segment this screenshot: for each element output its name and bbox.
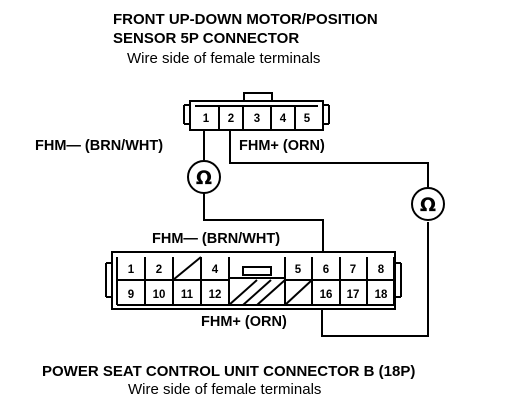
- bottom-pin-12: 12: [209, 289, 222, 301]
- label-fhm-pos-top: FHM+ (ORN): [239, 138, 325, 154]
- connector-title-line2: SENSOR 5P CONNECTOR: [113, 30, 300, 47]
- bottom-pin-2: 2: [156, 264, 162, 276]
- wire-fhm-pos-bottom: [321, 222, 429, 337]
- ohm-symbol-right: Ω: [420, 194, 436, 216]
- label-fhm-neg-mid: FHM— (BRN/WHT): [152, 231, 281, 247]
- bottom-pin-6: 6: [323, 264, 329, 276]
- ohmmeter-left: [187, 160, 221, 194]
- bottom-pin-16: 16: [320, 289, 333, 301]
- label-fhm-neg-top: FHM— (BRN/WHT): [35, 138, 164, 154]
- top-pin-1: 1: [203, 113, 210, 125]
- ohmmeter-right: [411, 187, 445, 221]
- connector-title-line1: FRONT UP-DOWN MOTOR/POSITION: [113, 11, 378, 28]
- control-unit-connector-title: POWER SEAT CONTROL UNIT CONNECTOR B (18P…: [42, 363, 416, 380]
- bottom-pin-17: 17: [347, 289, 360, 301]
- bottom-pin-18: 18: [375, 289, 388, 301]
- top-pin-4: 4: [280, 113, 287, 125]
- bottom-pin-1: 1: [128, 264, 135, 276]
- top-pin-2: 2: [228, 113, 234, 125]
- bottom-pin-10: 10: [153, 289, 166, 301]
- bottom-pin-5: 5: [295, 264, 302, 276]
- ohm-symbol-left: Ω: [196, 167, 212, 189]
- wire-fhm-pos-top: [229, 130, 429, 187]
- bottom-pin-11: 11: [181, 289, 194, 301]
- label-fhm-pos-bottom: FHM+ (ORN): [201, 314, 287, 330]
- top-connector-latch: [243, 92, 273, 102]
- connector-subtitle: Wire side of female terminals: [127, 50, 321, 67]
- control-unit-connector-subtitle: Wire side of female terminals: [128, 381, 322, 398]
- bottom-connector-latch: [242, 266, 272, 276]
- wire-fhm-neg: [203, 193, 324, 252]
- top-pin-3: 3: [254, 113, 260, 125]
- bottom-pin-9: 9: [128, 289, 134, 301]
- bottom-pin-8: 8: [378, 264, 385, 276]
- bottom-pin-4: 4: [212, 264, 219, 276]
- top-pin-5: 5: [304, 113, 311, 125]
- bottom-pin-7: 7: [350, 264, 356, 276]
